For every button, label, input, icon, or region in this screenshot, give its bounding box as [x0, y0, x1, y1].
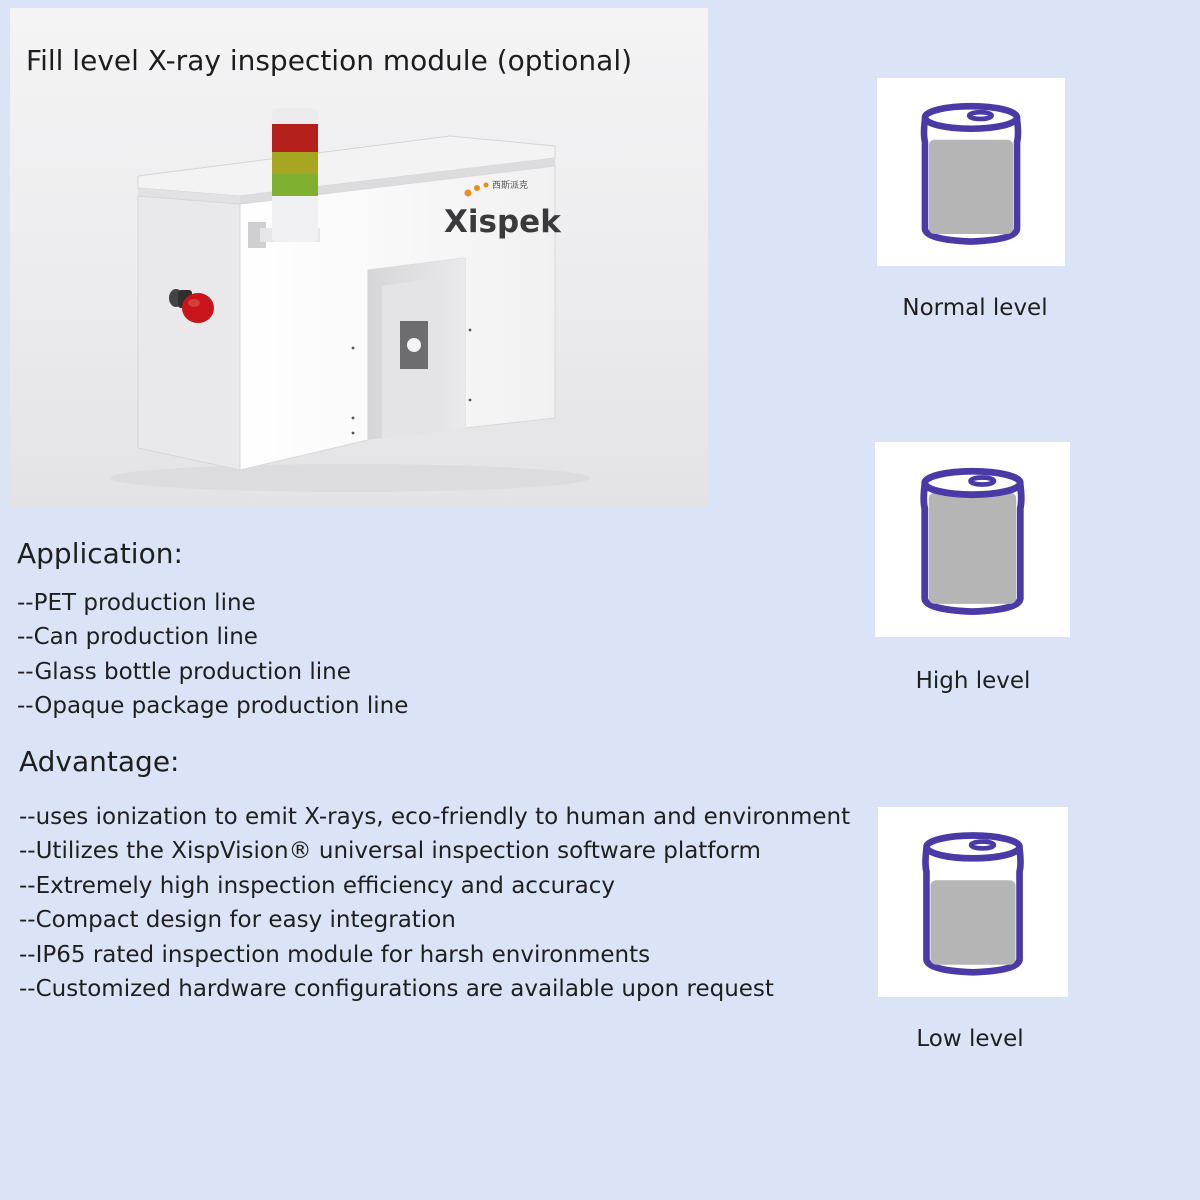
- list-item: --Glass bottle production line: [17, 658, 351, 685]
- can-icon: [920, 102, 1022, 245]
- can-icon: [920, 467, 1025, 616]
- product-image: 西斯派克 Xispek Fill level X-ray inspection …: [10, 8, 708, 508]
- can-pull-tab: [968, 475, 997, 487]
- list-item: --Compact design for easy integration: [19, 907, 456, 934]
- can-high-level: [875, 442, 1070, 637]
- advantage-list: --uses ionization to emit X-rays, eco-fr…: [19, 800, 850, 1006]
- inspection-module-illustration: 西斯派克 Xispek: [110, 108, 590, 492]
- can-normal-level: [877, 78, 1065, 266]
- low-level-label: Low level: [916, 1026, 1024, 1052]
- emergency-stop-button: [169, 289, 214, 323]
- xispek-logo: 西斯派克 Xispek: [444, 179, 562, 240]
- can-liquid: [928, 492, 1017, 604]
- can-liquid: [930, 880, 1016, 965]
- can-liquid: [928, 139, 1014, 235]
- high-level-label: High level: [915, 668, 1031, 694]
- list-item: --PET production line: [17, 590, 256, 616]
- application-heading: Application:: [17, 537, 183, 570]
- list-item: --Extremely high inspection efficiency a…: [19, 872, 615, 899]
- can-pull-tab: [966, 109, 994, 122]
- list-item: --IP65 rated inspection module for harsh…: [19, 941, 651, 968]
- advantage-heading: Advantage:: [19, 745, 180, 778]
- can-icon: [922, 832, 1024, 976]
- can-low-level: [878, 807, 1068, 997]
- list-item: --uses ionization to emit X-rays, eco-fr…: [19, 804, 851, 830]
- list-item: --Can production line: [17, 624, 258, 651]
- housing-side: [137, 195, 241, 471]
- normal-level-label: Normal level: [902, 295, 1048, 321]
- list-item: --Utilizes the XispVision® universal ins…: [19, 838, 761, 865]
- list-item: --Customized hardware configurations are…: [19, 976, 774, 1003]
- brand-text: Xispek: [444, 204, 562, 240]
- signal-tower-light: [248, 108, 320, 248]
- application-list: --PET production line --Can production l…: [17, 586, 408, 724]
- page-title: Fill level X-ray inspection module (opti…: [26, 44, 633, 77]
- brand-cn-text: 西斯派克: [492, 179, 528, 191]
- can-pull-tab: [968, 839, 997, 851]
- list-item: --Opaque package production line: [17, 693, 409, 720]
